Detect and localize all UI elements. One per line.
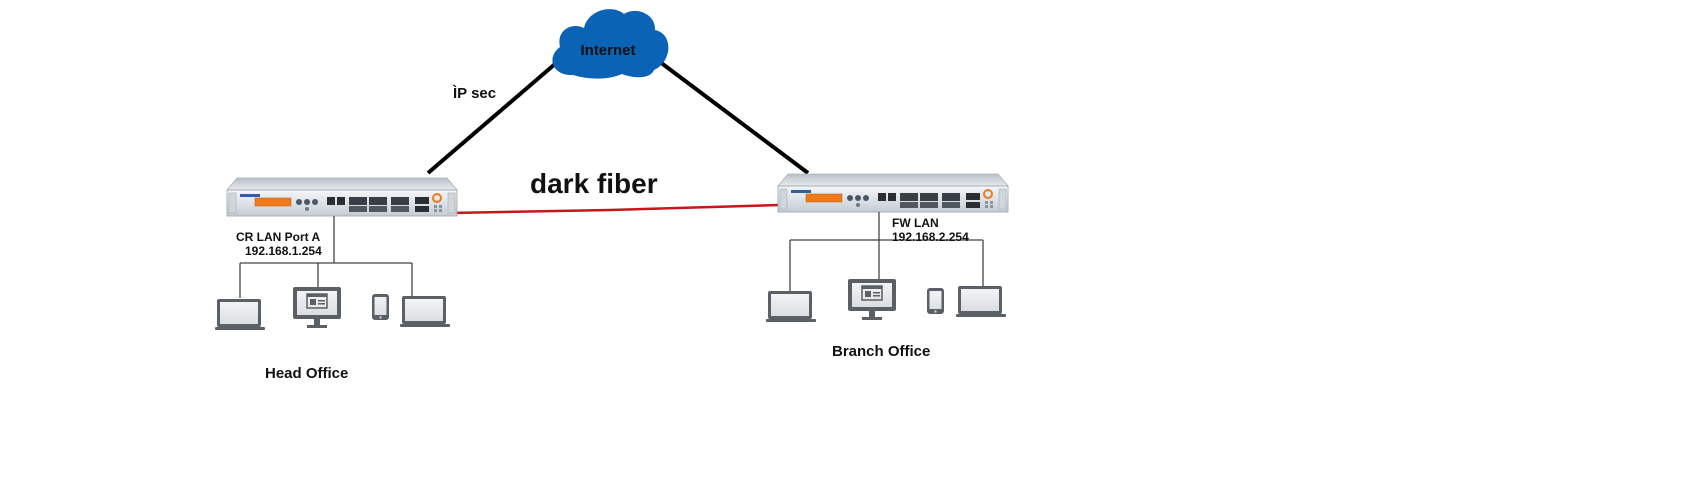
head-office-lan — [239, 216, 413, 298]
ipsec-label: ÌP sec — [452, 85, 496, 102]
branch-office-lan — [789, 212, 984, 292]
head-office-site: CR LAN Port A 192.168.1.254 Head Office — [215, 177, 458, 382]
laptop-icon — [956, 286, 1006, 317]
desktop-monitor-icon — [847, 278, 897, 321]
ipsec-link-branch — [658, 60, 810, 175]
branch-office-port-label: FW LAN — [892, 216, 939, 230]
tablet-icon — [372, 294, 389, 320]
head-office-port-label: CR LAN Port A — [236, 230, 321, 244]
tablet-icon — [927, 288, 944, 314]
branch-office-ip: 192.168.2.254 — [892, 230, 969, 244]
cloud-label: Internet — [580, 42, 635, 59]
head-office-ip: 192.168.1.254 — [245, 244, 322, 258]
head-office-title: Head Office — [265, 365, 348, 382]
desktop-monitor-icon — [292, 286, 342, 329]
laptop-icon — [766, 291, 816, 322]
dark-fiber-link — [449, 201, 787, 215]
laptop-icon — [215, 299, 265, 330]
laptop-icon — [400, 296, 450, 327]
internet-cloud: Internet — [552, 9, 669, 79]
branch-office-title: Branch Office — [832, 343, 930, 360]
firewall-appliance-icon — [226, 177, 458, 217]
dark-fiber-label: dark fiber — [530, 168, 658, 199]
cloud-icon — [552, 9, 669, 79]
branch-office-site: FW LAN 192.168.2.254 Branch Office — [766, 173, 1009, 360]
firewall-appliance-icon — [777, 173, 1009, 213]
ipsec-link-head — [426, 62, 557, 175]
